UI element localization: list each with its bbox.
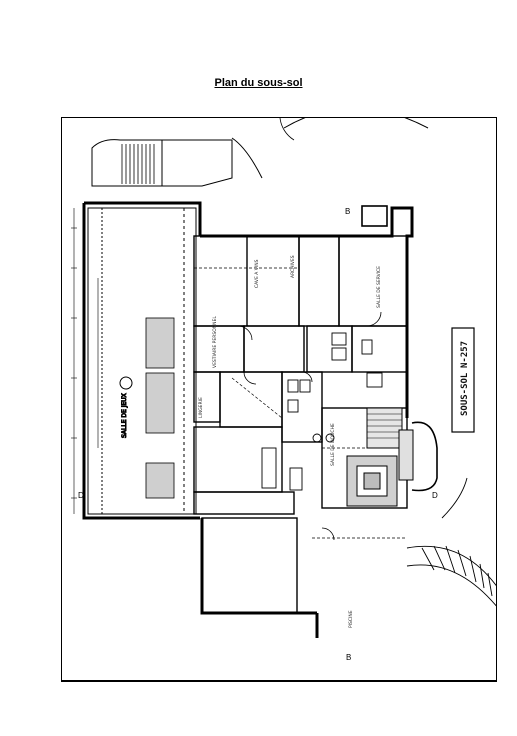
sauna-block — [346, 407, 414, 507]
hatched-blocks — [145, 317, 175, 499]
room-label-cave: CAVE A VINS — [254, 259, 260, 288]
dimension-ticks — [71, 208, 77, 514]
section-mark-d-right: D — [432, 491, 438, 500]
room-label-lingerie: LINGERIE — [198, 397, 204, 418]
section-marks: B B D D — [78, 207, 438, 662]
page-title: Plan du sous-sol — [214, 77, 303, 89]
bottom-rule — [61, 680, 497, 682]
room-label-salle-de-jeux: SALLE DE JEUX — [121, 393, 128, 438]
right-bay — [361, 205, 438, 492]
salle-de-jeux: SALLE DE JEUX — [87, 207, 197, 515]
curved-staircase — [406, 477, 496, 607]
room-label-salle-de-douche: SALLE DE DOUCHE — [330, 423, 336, 466]
sheet-title-box: SOUS-SOL N-257 — [451, 327, 475, 433]
stair-top-left — [91, 137, 263, 187]
sheet-number: N-257 — [460, 341, 470, 368]
section-mark-b-top: B — [345, 207, 350, 216]
section-mark-d-left: D — [78, 491, 84, 500]
top-right-arc — [283, 118, 429, 129]
room-labels: VESTIAIRE PERSONNEL CAVE A VINS ARCHIVES… — [198, 255, 382, 628]
outer-walls — [82, 201, 414, 638]
floor-plan-frame: SALLE DE JEUX — [61, 117, 497, 681]
basement-floor-plan: SALLE DE JEUX — [71, 118, 496, 662]
door-swings — [237, 118, 382, 541]
room-label-archives: ARCHIVES — [290, 255, 296, 278]
room-label-salle-de-service: SALLE DE SERVICE — [376, 266, 382, 308]
sheet-label: SOUS-SOL — [460, 372, 470, 416]
section-mark-b-bottom: B — [346, 653, 351, 662]
service-fixtures — [261, 332, 383, 491]
room-label-vestiaire: VESTIAIRE PERSONNEL — [212, 316, 218, 368]
room-label-piscine: PISCINE — [348, 610, 354, 628]
